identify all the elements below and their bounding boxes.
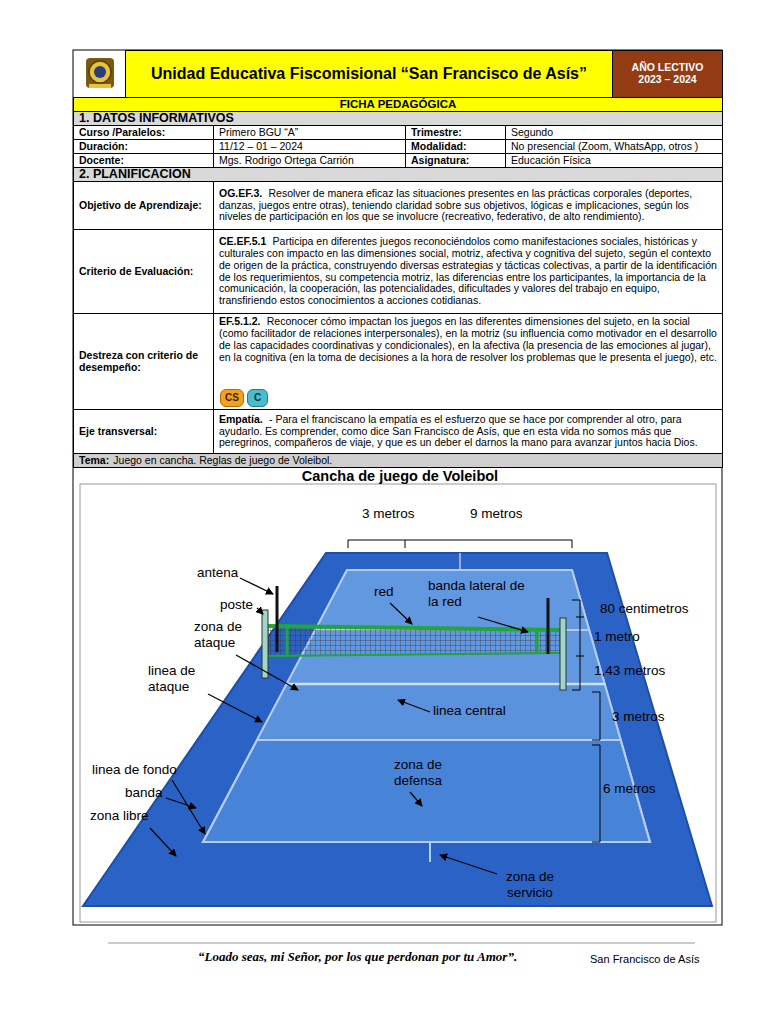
table-cell: EF.5.1.2.Reconocer cómo impactan los jue… [213,313,723,410]
net [262,586,566,690]
footer-rule [108,943,695,944]
part-label: linea central [433,703,506,719]
cell-text: Unidad Educativa Fiscomisional “San Fran… [151,65,587,82]
table-cell: Destreza con criterio de desempeño: [73,313,214,410]
table-cell: Objetivo de Aprendizaje: [73,181,214,230]
table-cell: Unidad Educativa Fiscomisional “San Fran… [125,50,613,98]
cell-text: Segundo [511,126,553,138]
table-cell: Duración: [73,139,214,154]
table-cell: Criterio de Evaluación: [73,229,214,314]
part-label: banda [125,785,163,801]
table-cell: OG.EF.3.Resolver de manera eficaz las si… [213,181,723,230]
dimension: 80 centimetros [600,601,689,617]
cell-text: Eje transversal: [79,425,157,437]
dimension: 6 metros [603,781,656,797]
table-cell: Primero BGU “A” [213,125,406,140]
cell-text: FICHA PEDAGÓGICA [340,98,457,110]
dimension-brackets [348,540,600,842]
table-cell: Eje transversal: [73,409,214,454]
dimension: 1,43 metros [594,663,665,679]
dimension: 1 metro [594,629,640,645]
part-label: red [374,584,394,600]
part-label: zona libre [90,808,149,824]
dimension: 9 metros [470,506,523,522]
cell-text: Objetivo de Aprendizaje: [79,199,202,211]
figure-title: Cancha de juego de Voleibol [200,468,600,485]
table-cell: Curso /Paralelos: [73,125,214,140]
table-cell: Mgs. Rodrigo Ortega Carrión [213,153,406,168]
cell-text: - Para el franciscano la empatía es el e… [219,413,698,449]
cell-text: Empatía. [219,413,263,425]
image-frame [80,484,716,922]
cell-text: Participa en diferentes juegos reconocié… [219,235,717,307]
table-cell: 2. PLANIFICACIÓN [73,167,723,182]
icon-badge: C [247,389,268,407]
table-cell: Docente: [73,153,214,168]
cell-text: Reconocer cómo impactan los juegos en la… [219,315,717,363]
cell-text: 2. PLANIFICACIÓN [79,167,191,181]
cell-text: Primero BGU “A” [219,126,298,138]
part-label: poste [220,597,253,613]
part-label: linea de ataque [148,663,212,694]
cell-text: Educación Física [511,154,591,166]
table-cell: FICHA PEDAGÓGICA [73,97,723,112]
cell-text: Modalidad: [411,140,466,152]
cell-text: Resolver de manera eficaz las situacione… [219,187,692,223]
footer-author: San Francisco de Asís [590,953,699,966]
volleyball-court [83,553,712,906]
cell-text: Destreza con criterio de desempeño: [79,349,198,373]
cell-text: No presencial (Zoom, WhatsApp, otros ) [511,140,698,152]
school-logo [86,58,114,88]
table-cell: CE.EF.5.1Participa en diferentes juegos … [213,229,723,314]
table-cell: Educación Física [505,153,723,168]
cell-text: Trimestre: [411,126,462,138]
icon-badge: CS [220,389,244,407]
footer-quote: “Loado seas, mi Señor, por los que perdo… [198,950,517,965]
table-cell: 11/12 – 01 – 2024 [213,139,406,154]
cell-text: Asignatura: [411,154,469,166]
page-frame [73,50,722,925]
table-cell: 1. DATOS INFORMATIVOS [73,111,723,126]
cell-text: 2023 – 2024 [617,74,718,86]
cell-text: Juego en cancha. Reglas de juego de Vole… [113,454,332,466]
table-cell: Empatía.- Para el franciscano la empatía… [213,409,723,454]
part-label: linea de fondo [92,762,177,778]
table-cell: AÑO LECTIVO2023 – 2024 [612,50,723,98]
cell-text: Curso /Paralelos: [79,126,165,138]
leader-arrows [150,578,528,874]
cell-text: 11/12 – 01 – 2024 [219,140,303,152]
cell-text: Criterio de Evaluación: [79,265,193,277]
part-label: antena [197,565,238,581]
cell-text: AÑO LECTIVO [617,62,718,74]
cell-text: OG.EF.3. [219,187,262,199]
cell-text: EF.5.1.2. [219,315,260,327]
part-label: banda lateral de la red [428,578,528,609]
cell-text: Tema: [79,454,109,466]
cell-text: Mgs. Rodrigo Ortega Carrión [219,154,354,166]
table-cell: Trimestre: [405,125,506,140]
cell-text: CE.EF.5.1 [219,235,266,247]
dimension: 3 metros [362,506,415,522]
table-cell: Tema: Juego en cancha. Reglas de juego de… [73,453,723,468]
table-cell: Asignatura: [405,153,506,168]
part-label: zona de ataque [194,619,256,650]
cell-text: Duración: [79,140,128,152]
part-label: zona de servicio [495,869,565,900]
part-label: zona de defensa [386,757,450,788]
table-cell: Modalidad: [405,139,506,154]
table-cell: No presencial (Zoom, WhatsApp, otros ) [505,139,723,154]
cell-text: Docente: [79,154,124,166]
cell-text: 1. DATOS INFORMATIVOS [79,111,234,125]
dimension: 3 metros [612,709,665,725]
table-cell: Segundo [505,125,723,140]
